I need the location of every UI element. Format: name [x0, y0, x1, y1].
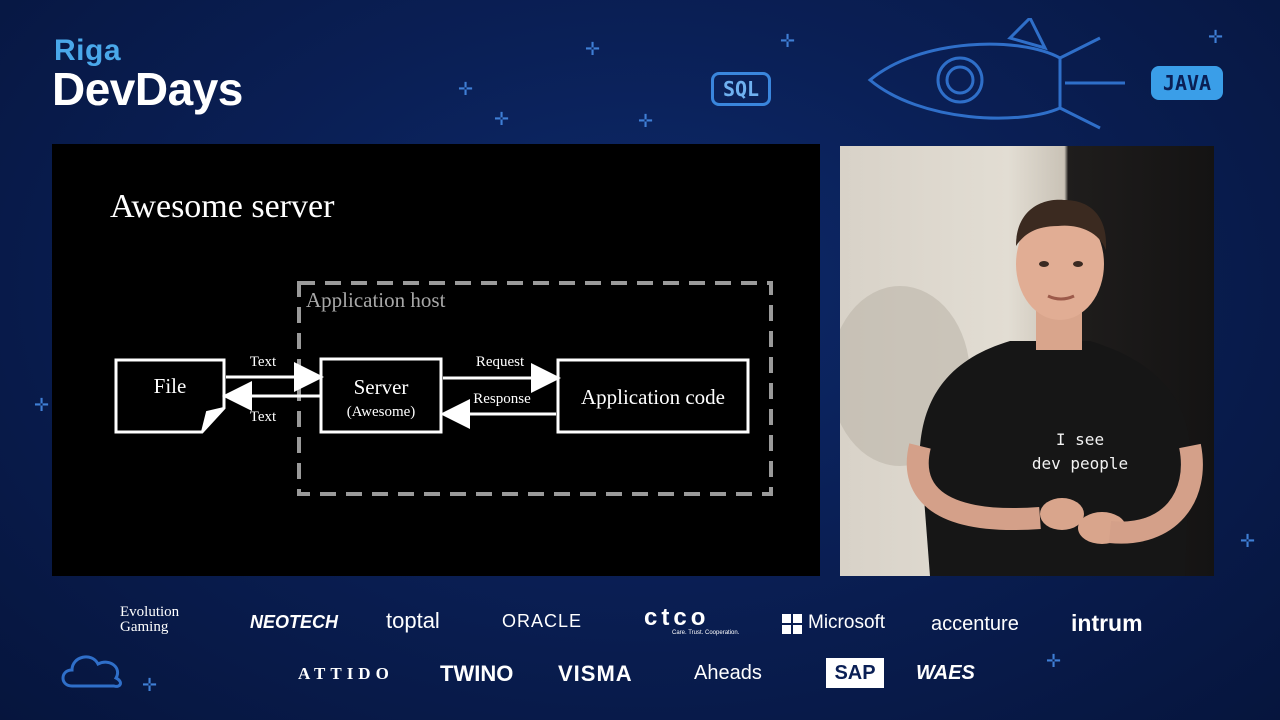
sponsor-visma: VISMA: [558, 661, 633, 686]
sparkle-icon: ✛: [142, 675, 158, 695]
server-sublabel: (Awesome): [347, 404, 416, 420]
request-label: Request: [476, 354, 525, 370]
architecture-diagram: Application host File Server (Awesome) A…: [114, 281, 773, 496]
sponsor-ctco-tagline: Care. Trust. Cooperation.: [672, 630, 740, 636]
application-code-box: [556, 358, 750, 434]
server-box: [319, 357, 443, 434]
sparkle-icon: ✛: [780, 31, 796, 51]
shirt-text-line1: I see: [1055, 430, 1105, 449]
text-out-label: Text: [250, 354, 277, 370]
event-logo-riga: Riga: [54, 34, 122, 67]
sponsor-evolution-gaming: Evolution Gaming: [120, 604, 180, 635]
file-fold: [201, 407, 225, 433]
sparkle-icon: ✛: [494, 109, 510, 129]
sponsor-accenture: accenture: [931, 613, 1019, 635]
rocket-icon: [867, 18, 1125, 130]
sponsor-oracle: ORACLE: [502, 611, 583, 631]
file-label: File: [154, 374, 187, 398]
event-logo-devdays: DevDays: [52, 63, 243, 115]
presentation-slide: Awesome server Application host File Ser…: [52, 144, 820, 576]
application-host-label: Application host: [306, 288, 446, 312]
sponsor-ctco: ctco: [644, 604, 710, 631]
application-code-label: Application code: [581, 385, 725, 409]
sparkle-icon: ✛: [458, 79, 474, 99]
sponsor-attido: ATTIDO: [298, 664, 394, 683]
sponsor-waes: WAES: [916, 662, 975, 684]
sponsor-neotech: NEOTECH: [250, 612, 339, 632]
speaker-figure: [840, 199, 1203, 576]
java-badge: JAVA: [1151, 66, 1223, 100]
slide-title: Awesome server: [110, 188, 335, 225]
shirt-text-line2: dev people: [1031, 454, 1129, 473]
sparkle-icon: ✛: [34, 395, 50, 415]
sponsor-sap: SAP: [826, 658, 884, 688]
shirt-text: I see dev people: [1020, 428, 1140, 476]
server-label: Server: [354, 375, 409, 399]
microsoft-logo-icon: [782, 614, 802, 634]
sparkle-icon: ✛: [1240, 531, 1256, 551]
cloud-icon: [61, 655, 122, 688]
sponsor-toptal: toptal: [386, 608, 440, 633]
sponsor-intrum: intrum: [1071, 610, 1143, 636]
sponsor-twino: TWINO: [440, 661, 514, 686]
sparkle-icon: ✛: [1208, 27, 1224, 47]
text-in-label: Text: [250, 409, 277, 425]
response-label: Response: [473, 391, 531, 407]
speaker-video: I see dev people: [840, 146, 1214, 576]
sparkle-icon: ✛: [1046, 651, 1062, 671]
sparkle-icon: ✛: [585, 39, 601, 59]
sponsor-microsoft: Microsoft: [808, 612, 886, 633]
sponsor-aheads: Aheads: [694, 662, 762, 684]
sql-badge: SQL: [711, 72, 771, 106]
sparkle-icon: ✛: [638, 111, 654, 131]
